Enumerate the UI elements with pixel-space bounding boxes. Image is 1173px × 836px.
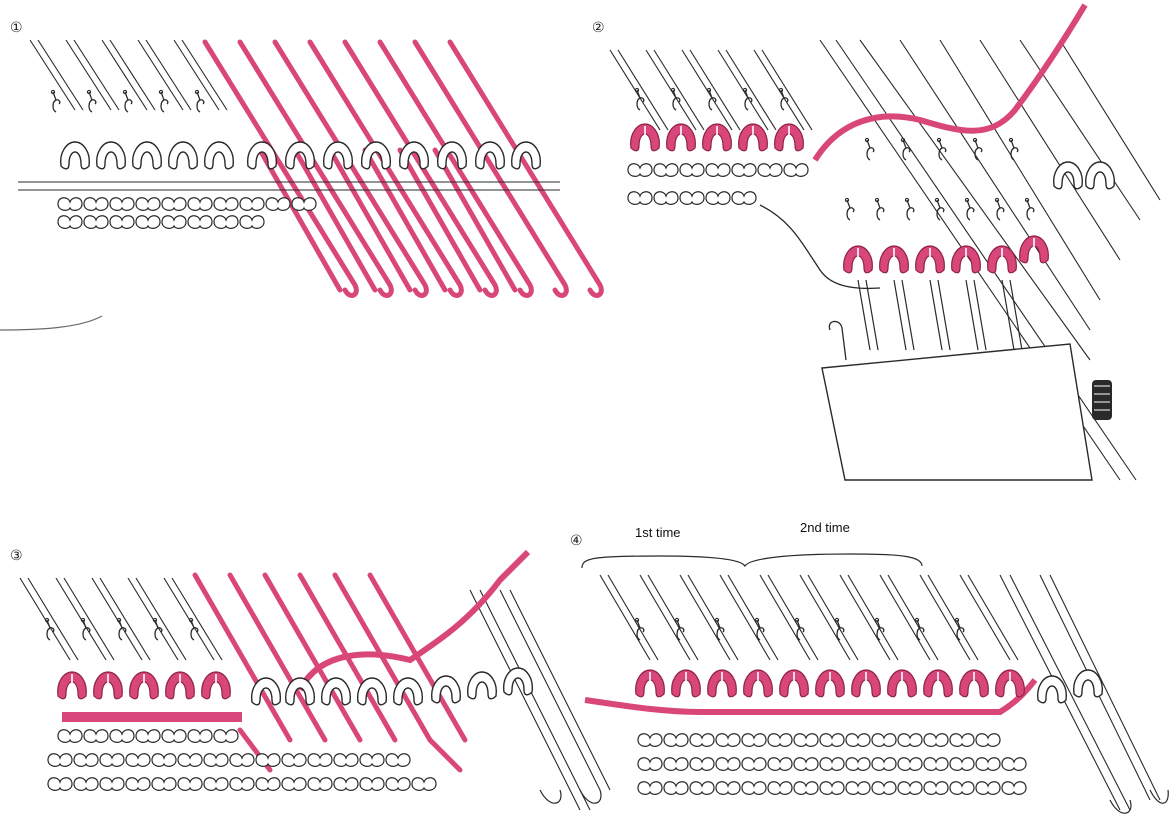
- pink-loops-row-3: [58, 672, 231, 699]
- transfer-tool-body: [822, 344, 1092, 480]
- right-white-loops-2: [1054, 162, 1115, 189]
- pink-loops-row-4: [636, 670, 1025, 697]
- panel-4: ④ 1st time 2nd time: [570, 520, 1168, 813]
- carrier-yarn: [18, 182, 560, 190]
- step-number-1: ①: [10, 20, 23, 36]
- step-number-2: ②: [592, 20, 605, 36]
- brace-label-first: 1st time: [635, 525, 681, 540]
- white-loops-right-4: [1038, 670, 1103, 703]
- knitted-fabric: [58, 198, 316, 229]
- pink-yarn-strand: [815, 5, 1085, 160]
- pink-loops-transfer-2: [844, 236, 1049, 273]
- knitted-fabric-2: [628, 164, 808, 205]
- step-number-3: ③: [10, 548, 23, 564]
- panel-2: ②: [592, 5, 1160, 480]
- pink-loops-row-2: [631, 124, 804, 151]
- needle-hooks-3: [45, 618, 197, 640]
- brace-label-second: 2nd time: [800, 520, 850, 535]
- knitted-fabric-4: [638, 734, 1026, 795]
- panel-1: ①: [0, 20, 601, 330]
- panel-3: ③: [10, 548, 610, 810]
- transfer-tool-handle: [829, 321, 846, 360]
- brace-marks: [582, 554, 922, 568]
- transfer-tool-prongs: [858, 280, 1022, 350]
- step-number-4: ④: [570, 533, 583, 549]
- pink-row-band-3: [62, 712, 242, 722]
- stray-line: [0, 316, 102, 330]
- knitted-fabric-3: [48, 730, 436, 791]
- hooks-right-4: [1110, 790, 1168, 813]
